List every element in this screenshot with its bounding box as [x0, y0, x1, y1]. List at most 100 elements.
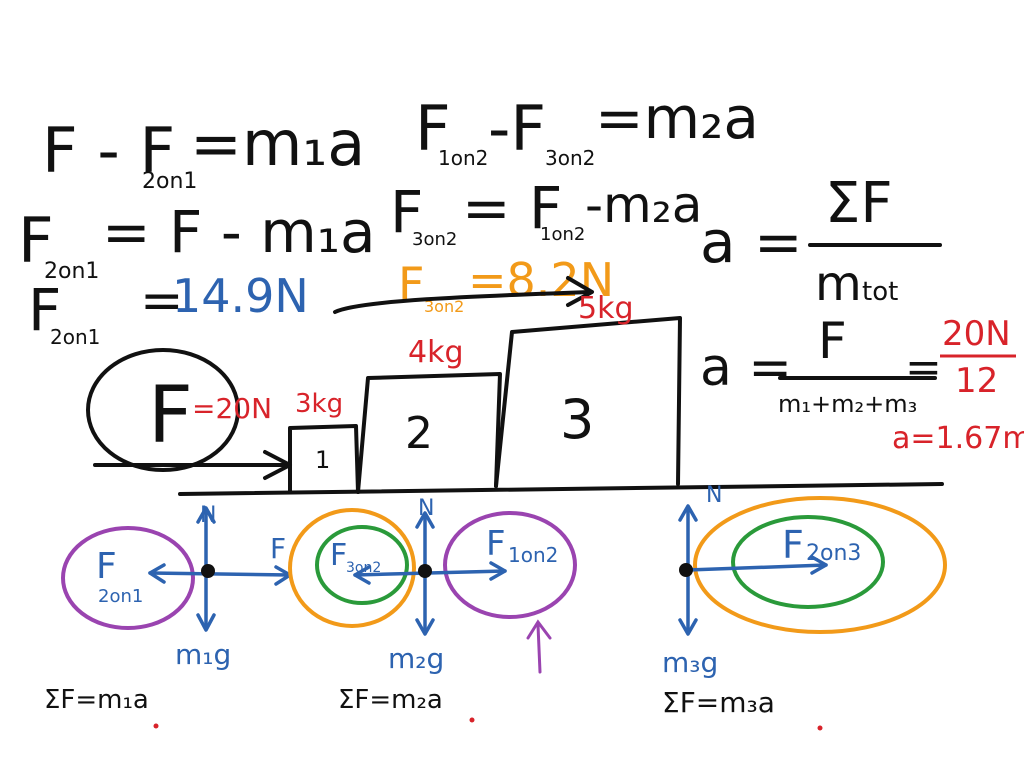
equation-newton-block2: F 1on2 -F 3on2 =m₂a — [415, 84, 759, 170]
block-2 — [356, 372, 502, 494]
eq1-subscript: 2on1 — [142, 169, 197, 194]
fbd-block-3: N F 2on3 m₃g ΣF=m₃a — [662, 483, 947, 731]
fbd1-horizontal-axis — [148, 571, 292, 577]
eq4-subscript2: 1on2 — [540, 224, 585, 245]
a-frac-lhs: a = — [700, 338, 792, 398]
fbd1-sum: ΣF=m₁a — [44, 685, 149, 715]
eq3-subscript: 2on1 — [44, 259, 99, 284]
equation-f21-value: F 2on1 = 14.9N — [28, 269, 309, 349]
a-value-numerator: 20N — [942, 314, 1011, 354]
fbd1-right-label: F — [270, 532, 286, 565]
eq2-subscript2: 3on2 — [545, 146, 595, 170]
f32-arrow-head — [566, 276, 594, 307]
a-result: a=1.67m/s² — [892, 421, 1024, 456]
eq3-rhs: = F - m₁a — [102, 198, 376, 266]
blocks-scene: F =20N 1 3kg 2 4kg 3 5kg — [86, 291, 944, 496]
a-value-denominator: 12 — [955, 361, 998, 401]
fbd3-green-circle — [731, 515, 885, 609]
fbd2-f12-circle — [443, 511, 577, 619]
fbd1-weight-label: m₁g — [175, 638, 231, 671]
equation-f32: F 3on2 = F 1on2 -m₂a — [390, 174, 702, 250]
fbd2-left-sub: 3on2 — [346, 560, 381, 576]
fbd2-sum: ΣF=m₂a — [338, 685, 443, 715]
fbd2-purple-pointer — [526, 619, 552, 674]
fbd2-normal-label: N — [418, 496, 434, 521]
eq3-f: F — [18, 204, 54, 277]
block-3-mass: 5kg — [578, 291, 634, 326]
eq1-lhs: F - F — [42, 114, 175, 187]
block-1-mass: 3kg — [295, 389, 343, 419]
fbd2-right-sub: 1on2 — [508, 543, 558, 567]
equation-f21: F 2on1 = F - m₁a — [18, 198, 376, 284]
eq2-f: F — [415, 92, 451, 165]
fbd3-up-arrowhead — [678, 504, 698, 522]
a-frac-equals: = — [905, 342, 942, 393]
fbd1-down-arrowhead — [196, 613, 216, 632]
eq4-f: F — [390, 178, 423, 246]
applied-force-circle — [86, 348, 240, 472]
a-frac-numerator: F — [818, 312, 847, 370]
eq5-f: F — [28, 276, 61, 344]
block-3-id: 3 — [560, 388, 594, 451]
a-sum-numerator: ΣF — [825, 171, 893, 236]
fbd1-left-arrowhead — [148, 563, 166, 584]
applied-force-label: F — [148, 371, 193, 461]
fbd2-green-circle — [315, 525, 409, 605]
fbd2-dot — [469, 717, 475, 723]
fbd3-dot — [817, 725, 823, 731]
fbd2-weight-label: m₂g — [388, 642, 444, 675]
fbd3-point — [679, 563, 693, 577]
fbd1-left-label: F — [96, 546, 117, 587]
fbd1-point — [201, 564, 215, 578]
f32-subscript: 3on2 — [424, 297, 464, 316]
fbd3-right-sub: 2on3 — [806, 541, 861, 566]
fbd2-left-label: F — [330, 538, 347, 573]
fbd2-point — [418, 564, 432, 578]
a-sum-denominator-sub: tot — [862, 277, 898, 307]
fbd3-down-arrowhead — [678, 618, 698, 636]
eq2-subscript: 1on2 — [438, 146, 488, 170]
fbd-block-1: F 2on1 N F m₁g ΣF=m₁a — [44, 503, 292, 729]
fbd1-f21-circle — [61, 526, 195, 630]
eq5-subscript: 2on1 — [50, 325, 100, 349]
eq4-subscript: 3on2 — [412, 229, 457, 250]
fbd1-normal-label: N — [200, 503, 216, 528]
f32-annotation: F 3on2 =8.2N — [333, 253, 614, 316]
fbd2-orange-circle — [288, 508, 416, 628]
eq2-rhs: =m₂a — [595, 84, 759, 152]
a-frac-denominator: m₁+m₂+m₃ — [778, 390, 917, 418]
applied-force-value: =20N — [192, 392, 272, 425]
eq5-value: 14.9N — [172, 269, 309, 323]
block-1-id: 1 — [315, 446, 330, 474]
fbd3-horizontal-axis — [686, 563, 828, 572]
fbd3-right-arrowhead — [810, 555, 828, 575]
fbd2-down-arrowhead — [415, 618, 435, 636]
equation-newton-block1: F - F 2on1 =m₁a — [42, 107, 365, 194]
acceleration-substitution: a = F m₁+m₂+m₃ = 20N 12 a=1.67m/s² — [700, 312, 1024, 456]
a-sum-lhs: a = — [700, 208, 803, 276]
fbd3-orange-circle — [693, 496, 947, 634]
fbd3-normal-label: N — [706, 483, 722, 508]
fbd1-up-arrowhead — [196, 506, 216, 524]
acceleration-formula: a = ΣF m tot — [700, 171, 942, 312]
fbd1-left-sub: 2on1 — [98, 586, 143, 607]
fbd3-sum: ΣF=m₃a — [662, 686, 775, 719]
fbd2-right-arrowhead — [489, 561, 507, 581]
fbd-block-2: F 3on2 N F 1on2 m₂g ΣF=m₂a — [288, 496, 577, 723]
block-2-mass: 4kg — [408, 335, 464, 370]
eq5-equals: = — [140, 271, 184, 331]
block-1 — [288, 424, 360, 494]
fbd2-up-arrowhead — [415, 511, 435, 529]
eq1-rhs: =m₁a — [190, 107, 365, 180]
fbd2-left-arrowhead — [353, 565, 371, 585]
fbd1-dot — [153, 723, 159, 729]
eq4-rhs: -m₂a — [585, 176, 702, 234]
ground-line — [178, 482, 944, 496]
eq4-mid: = F — [462, 174, 562, 242]
block-3 — [494, 316, 682, 488]
fbd3-weight-label: m₃g — [662, 646, 718, 679]
block-2-id: 2 — [405, 408, 433, 459]
a-sum-denominator: m — [815, 256, 862, 312]
eq2-minus-f: -F — [488, 92, 546, 165]
